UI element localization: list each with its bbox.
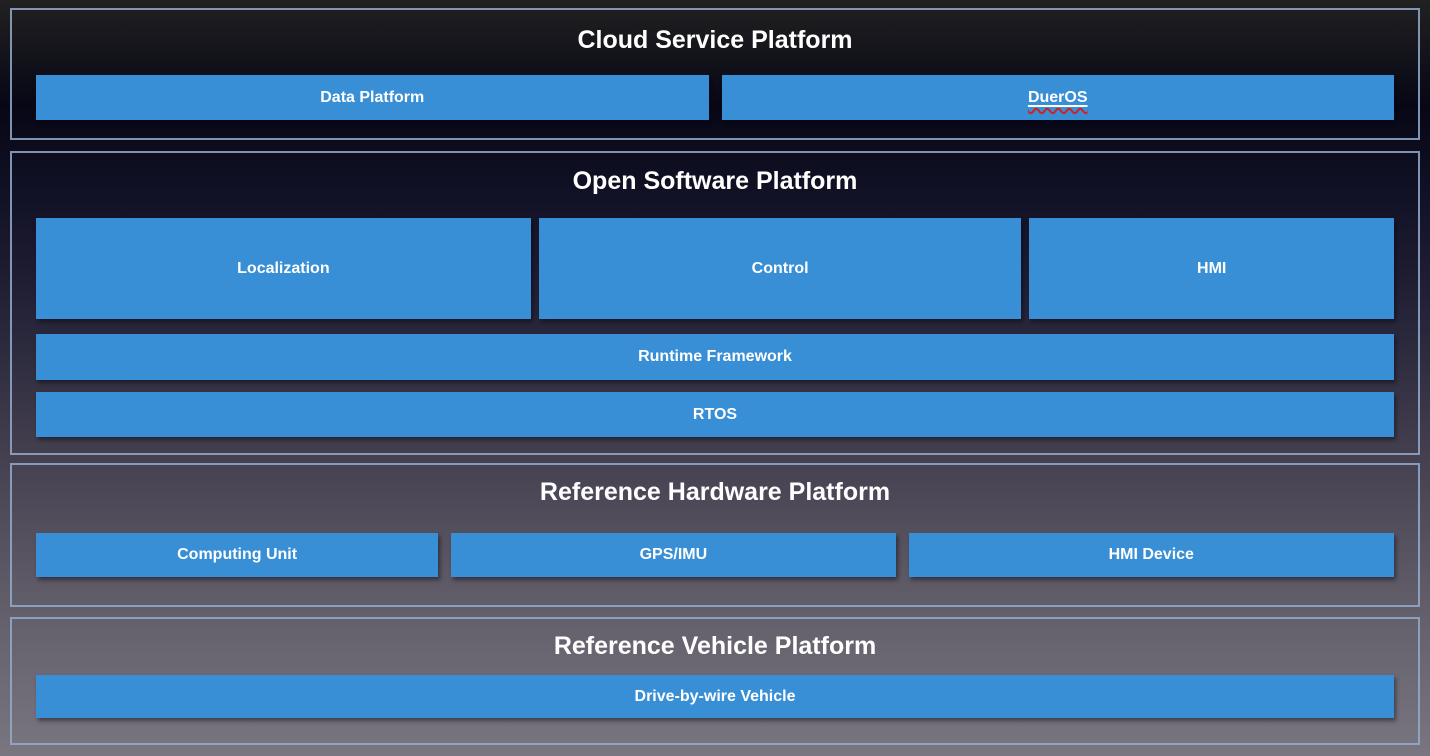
computing-unit-label: Computing Unit [177, 546, 298, 563]
box-rtos: RTOS [36, 392, 1394, 437]
box-drive-by-wire-vehicle: Drive-by-wire Vehicle [36, 675, 1394, 718]
box-hmi-device: HMI Device [908, 533, 1394, 577]
hmi-label: HMI [1197, 259, 1227, 277]
box-control: Control [538, 218, 1022, 319]
runtime-framework-row: Runtime Framework [36, 334, 1394, 380]
drive-by-wire-vehicle-label: Drive-by-wire Vehicle [634, 687, 796, 705]
section-reference-hardware-platform: Reference Hardware Platform Computing Un… [10, 463, 1420, 607]
box-localization: Localization [36, 218, 531, 319]
box-dueros: DuerOS [721, 75, 1394, 120]
localization-label: Localization [237, 259, 330, 277]
dueros-label: DuerOS [1027, 88, 1088, 106]
software-modules-row: Localization Control HMI [36, 218, 1394, 319]
rtos-row: RTOS [36, 392, 1394, 437]
control-label: Control [751, 259, 809, 277]
box-gps-imu: GPS/IMU [451, 533, 896, 577]
runtime-framework-label: Runtime Framework [638, 348, 792, 365]
open-software-platform-title: Open Software Platform [572, 167, 858, 195]
rtos-label: RTOS [692, 405, 738, 423]
section-reference-vehicle-platform: Reference Vehicle Platform Drive-by-wire… [10, 617, 1420, 745]
section-cloud-service-platform: Cloud Service Platform Data Platform Due… [10, 8, 1420, 140]
box-computing-unit: Computing Unit [36, 533, 439, 577]
gps-imu-label: GPS/IMU [639, 546, 708, 563]
box-data-platform: Data Platform [36, 75, 709, 120]
box-hmi: HMI [1029, 218, 1394, 319]
reference-vehicle-platform-title: Reference Vehicle Platform [553, 632, 877, 660]
vehicle-box-row: Drive-by-wire Vehicle [36, 675, 1394, 718]
cloud-box-row: Data Platform DuerOS [36, 75, 1394, 120]
cloud-service-platform-title: Cloud Service Platform [577, 26, 853, 54]
hardware-box-row: Computing Unit GPS/IMU HMI Device [36, 533, 1394, 577]
reference-hardware-platform-title: Reference Hardware Platform [539, 478, 891, 506]
spellcheck-squiggle: DuerOS [1028, 89, 1088, 107]
hmi-device-label: HMI Device [1108, 546, 1194, 563]
data-platform-label: Data Platform [320, 88, 425, 106]
section-open-software-platform: Open Software Platform Localization Cont… [10, 151, 1420, 455]
box-runtime-framework: Runtime Framework [36, 334, 1394, 380]
